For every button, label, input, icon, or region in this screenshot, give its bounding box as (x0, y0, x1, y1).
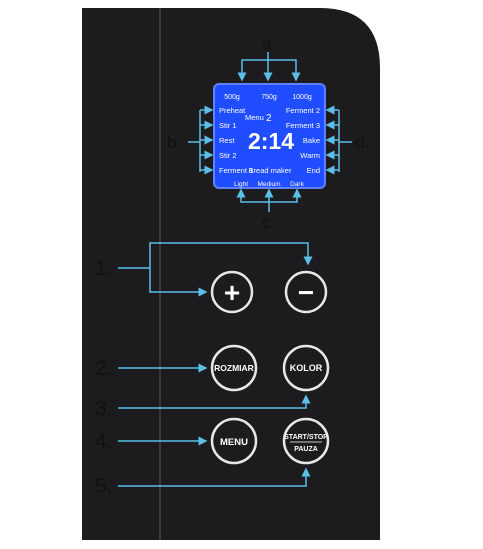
callout-5-label: 5. (95, 475, 113, 498)
menu-label: Menu (245, 113, 264, 122)
size-button-label: ROZMIAR (214, 363, 254, 373)
start-stop-button[interactable]: START/STOP PAUZA (282, 417, 330, 465)
program-bake: Bake (303, 136, 320, 145)
callout-5-arrow (118, 467, 311, 487)
program-stir-1: Stir 1 (219, 121, 237, 130)
mode-label: Bread maker (249, 166, 292, 175)
lcd-screen (214, 84, 325, 188)
color-button-label: KOLOR (290, 363, 323, 373)
menu-button[interactable]: MENU (210, 417, 258, 465)
callout-4-label: 4. (95, 430, 113, 453)
time-readout: 2:14 (248, 128, 294, 154)
program-end: End (307, 166, 320, 175)
callout-1-arrows (118, 242, 313, 297)
callout-1-label: 1. (95, 257, 113, 280)
callout-b-label: b. (167, 133, 181, 152)
callout-3-label: 3. (95, 397, 113, 420)
callout-c-label: c. (262, 213, 275, 232)
program-warm: Warm (300, 151, 320, 160)
color-button[interactable]: KOLOR (282, 344, 330, 392)
callout-3-arrow (118, 394, 311, 409)
crust-light: Light (234, 181, 248, 188)
callout-b-arrows (188, 105, 214, 175)
plus-button[interactable]: + (210, 270, 254, 314)
program-rest: Rest (219, 136, 235, 145)
minus-button[interactable]: − (284, 270, 328, 314)
lcd-display: 500g 750g 1000g Preheat Stir 1 Rest Stir… (213, 83, 326, 189)
callout-a-label: a. (262, 35, 276, 54)
minus-button-label: − (298, 277, 314, 308)
start-stop-label-line1: START/STOP (284, 434, 328, 441)
weight-500g: 500g (224, 94, 240, 101)
program-ferment-2: Ferment 2 (286, 106, 320, 115)
program-ferment-3: Ferment 3 (286, 121, 320, 130)
callout-2-label: 2. (95, 357, 113, 380)
menu-number: 2 (266, 113, 272, 124)
program-preheat: Preheat (219, 106, 246, 115)
callout-d-arrows (325, 105, 352, 175)
plus-button-label: + (224, 277, 240, 308)
callout-a-arrows (237, 52, 301, 82)
size-button[interactable]: ROZMIAR (210, 344, 258, 392)
weight-750g: 750g (261, 94, 277, 101)
start-stop-label-line2: PAUZA (294, 446, 318, 453)
weight-1000g: 1000g (292, 94, 312, 101)
callout-d-label: d. (355, 133, 369, 152)
crust-dark: Dark (290, 181, 304, 188)
program-stir-2: Stir 2 (219, 151, 237, 160)
menu-button-label: MENU (220, 437, 248, 448)
callout-c-arrows (236, 188, 302, 212)
program-ferment-1: Ferment 1 (219, 166, 253, 175)
crust-medium: Medium (257, 181, 280, 188)
